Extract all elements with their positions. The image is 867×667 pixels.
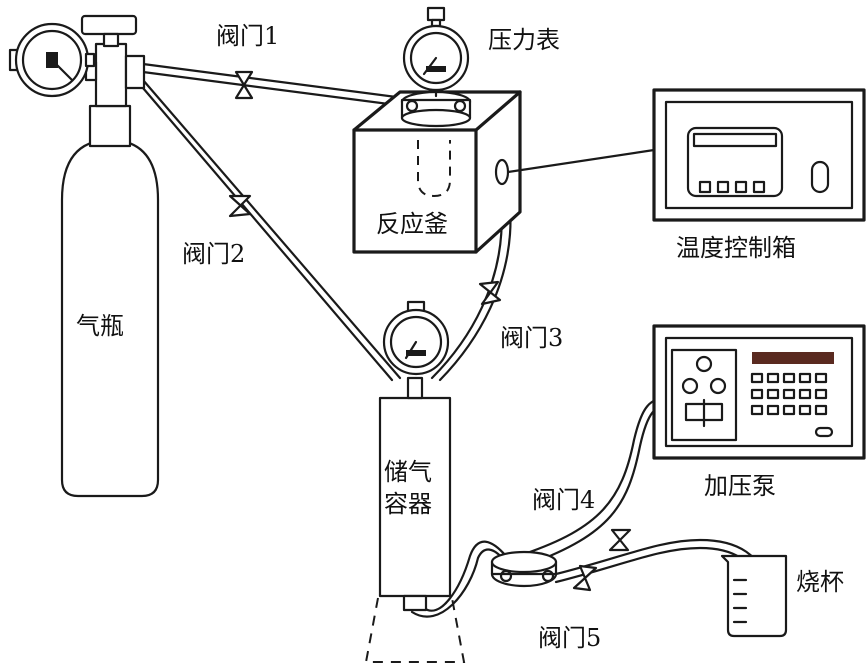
gas-cylinder-label: 气瓶 [76,312,124,340]
valve-5-label: 阀门5 [538,624,601,652]
pressure-pump-label: 加压泵 [704,472,776,500]
valve-3 [478,280,502,306]
valve-1-label: 阀门1 [216,22,279,50]
valve-2 [228,194,252,218]
storage-container-label-line1: 储气 [384,458,432,486]
pressure-pump [652,324,866,460]
storage-container [364,376,466,663]
beaker [720,554,788,638]
valve-2-label: 阀门2 [182,240,245,268]
reactor [352,90,522,254]
reactor-label: 反应釜 [376,210,448,238]
beaker-label: 烧杯 [796,568,844,596]
small-vessel [490,550,558,588]
pump-keypad [750,372,828,416]
storage-pressure-gauge [382,300,450,376]
storage-container-label-line2: 容器 [384,490,432,518]
pressure-gauge-label: 压力表 [488,26,560,54]
gas-cylinder [60,14,160,498]
valve-4-label: 阀门4 [532,486,595,514]
reactor-pressure-gauge [402,6,470,98]
temperature-control-box-label: 温度控制箱 [676,234,796,262]
valve-5 [572,564,598,592]
valve-3-label: 阀门3 [500,324,563,352]
temperature-control-box [506,88,866,222]
cylinder-pressure-gauge [8,22,96,98]
valve-1 [234,70,254,100]
valve-4 [608,528,632,552]
